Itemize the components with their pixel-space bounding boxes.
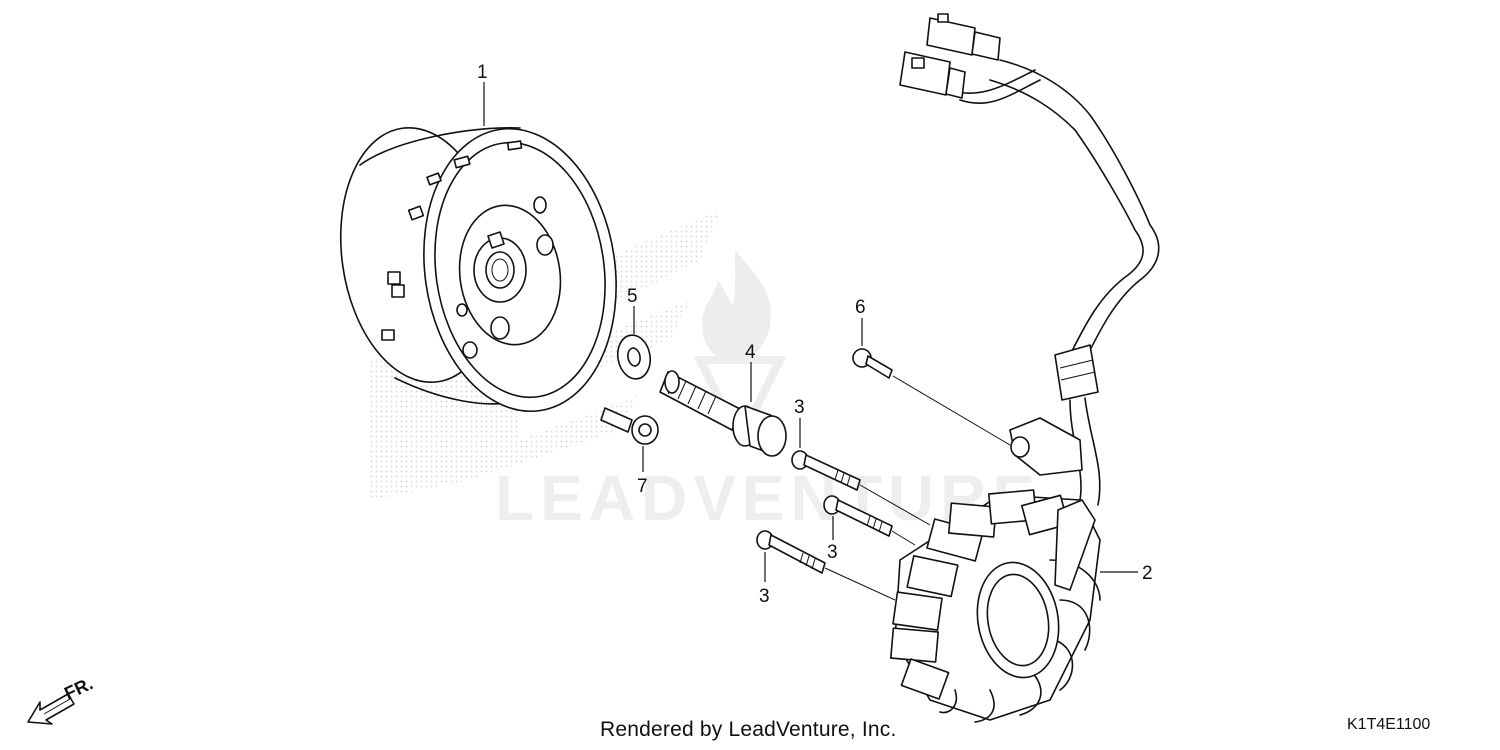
leader-lines xyxy=(483,82,1138,601)
watermark: LEADVENTURE xyxy=(370,210,1035,534)
callout-3-top: 3 xyxy=(794,397,805,418)
stator-core xyxy=(889,489,1101,723)
connector-bottom xyxy=(899,51,951,96)
watermark-wing-shape xyxy=(370,210,720,500)
washer-part-5[interactable] xyxy=(614,333,653,382)
callout-4: 4 xyxy=(745,342,756,363)
callout-3-bottom: 3 xyxy=(759,586,770,607)
front-direction-indicator: FR. xyxy=(27,673,96,725)
stator-part-2[interactable] xyxy=(889,13,1160,723)
diagram-code: K1T4E1100 xyxy=(1347,716,1431,733)
callout-2: 2 xyxy=(1142,563,1153,584)
connector-top xyxy=(926,17,976,56)
callout-3-middle: 3 xyxy=(827,542,838,563)
callout-7: 7 xyxy=(637,476,648,497)
small-bolt-part-7[interactable] xyxy=(600,407,659,445)
stator-bolt-part-3-middle[interactable] xyxy=(823,495,893,537)
flywheel-part-1[interactable] xyxy=(325,116,634,424)
flywheel-bolt-part-4[interactable] xyxy=(659,370,787,457)
clamp-bolt-part-6[interactable] xyxy=(852,348,893,379)
callout-1: 1 xyxy=(477,62,488,83)
callout-5: 5 xyxy=(627,286,638,307)
arrow-icon xyxy=(27,693,75,725)
callout-6: 6 xyxy=(855,297,866,318)
footer-credit: Rendered by LeadVenture, Inc. xyxy=(600,718,897,741)
watermark-flame-icon xyxy=(702,250,771,362)
stator-bolt-part-3-bottom[interactable] xyxy=(756,530,826,574)
callout-labels: 1 5 4 6 3 7 3 3 2 xyxy=(477,62,1153,607)
stator-bolt-part-3-top[interactable] xyxy=(791,450,861,491)
